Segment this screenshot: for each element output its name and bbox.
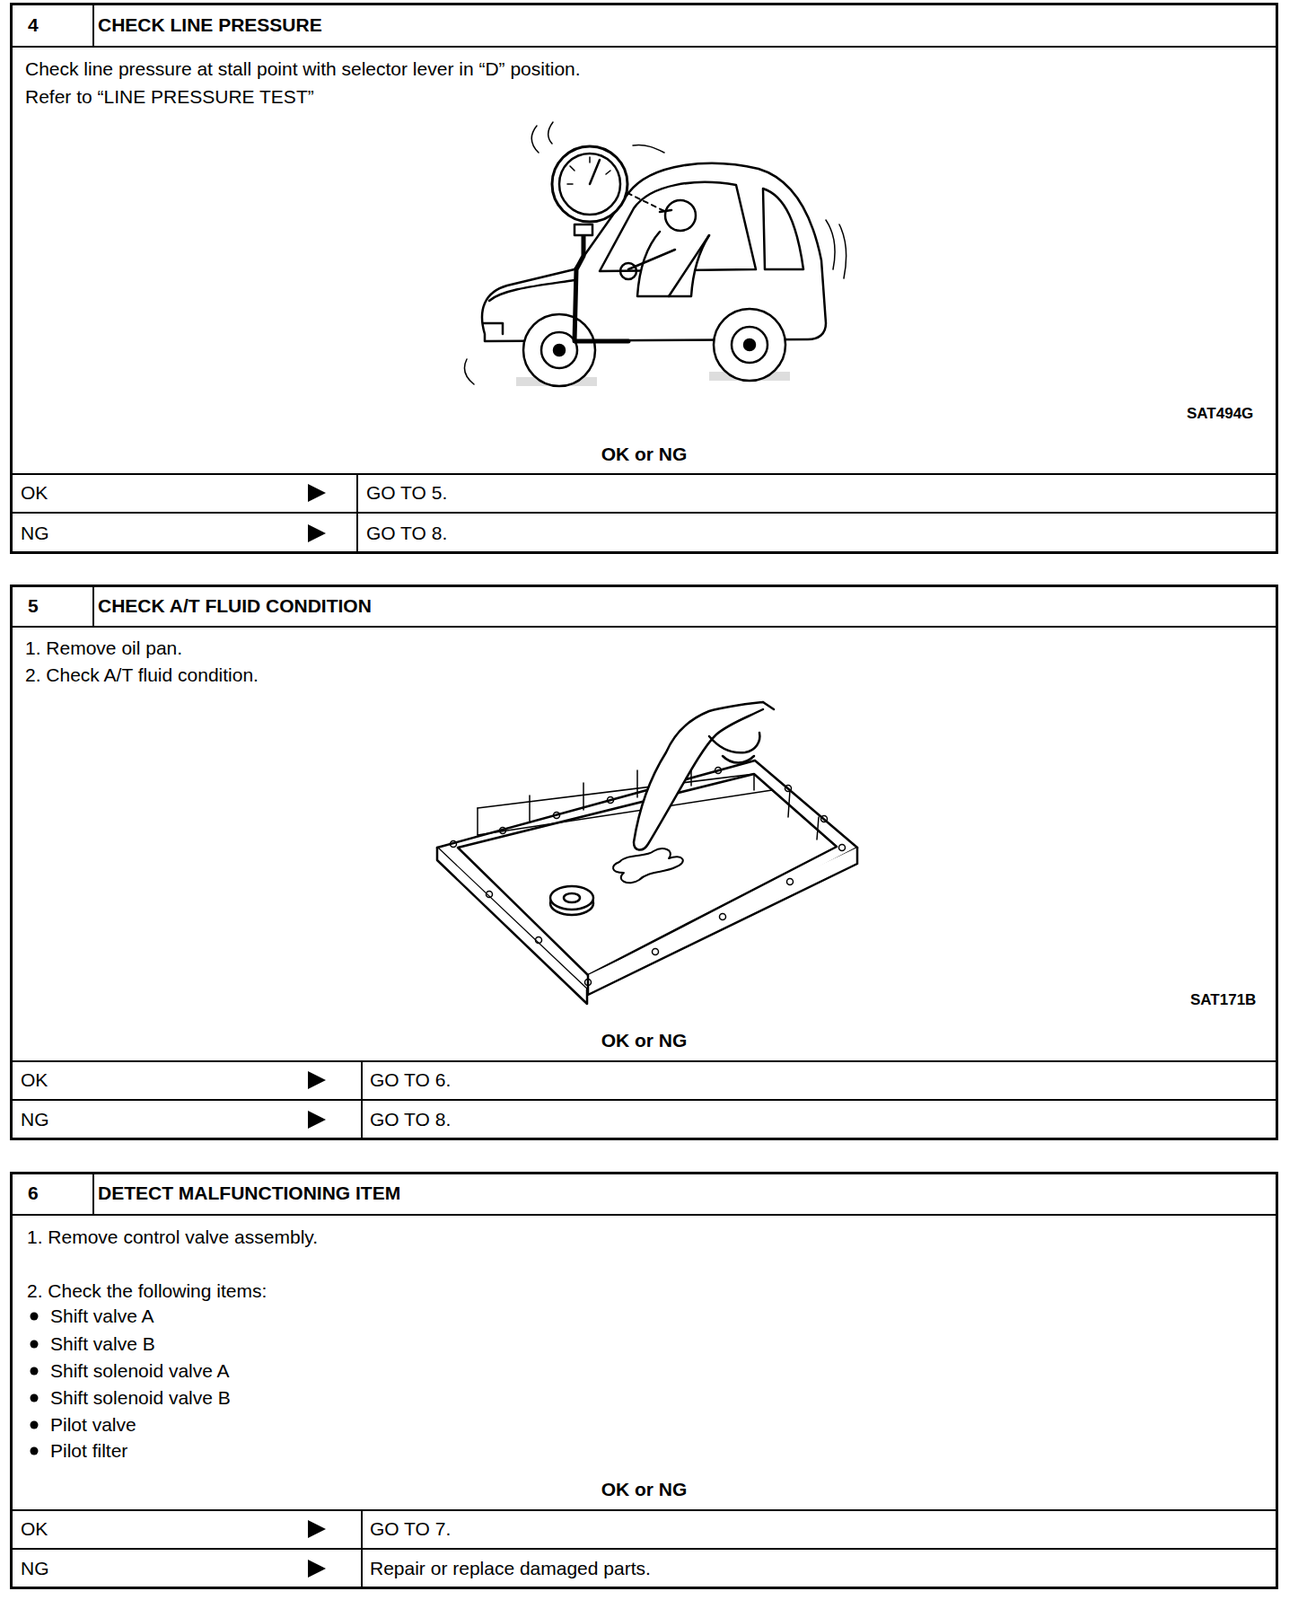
step-box: 5 CHECK A/T FLUID CONDITION 1. Remove oil …: [9, 584, 1279, 1141]
step-number: 4: [27, 14, 39, 36]
result-ng: NG: [20, 522, 50, 544]
car-illustration: [464, 122, 847, 386]
figure-code: SAT171B: [1190, 989, 1256, 1011]
check-item: Shift solenoid valve A: [50, 1359, 230, 1382]
step-title: CHECK LINE PRESSURE: [97, 14, 323, 36]
figure-code: SAT494G: [1186, 403, 1254, 425]
step-number: 5: [27, 595, 39, 617]
result-question: OK or NG: [12, 443, 1276, 465]
goto-step: GO TO 7.: [369, 1517, 451, 1540]
step-title: DETECT MALFUNCTIONING ITEM: [97, 1182, 401, 1204]
check-item: Shift valve B: [50, 1333, 156, 1355]
action-text: Repair or replace damaged parts.: [369, 1557, 651, 1579]
instruction-text: 1. Remove oil pan.: [25, 637, 183, 659]
goto-step: GO TO 8.: [366, 522, 448, 544]
arrow-symbols: [307, 483, 326, 1578]
step-title: CHECK A/T FLUID CONDITION: [97, 595, 372, 617]
result-question: OK or NG: [12, 1478, 1276, 1500]
oil-pan-illustration: [437, 701, 858, 1004]
check-item: Shift solenoid valve B: [50, 1386, 231, 1409]
check-item: Shift valve A: [50, 1305, 155, 1327]
result-ok: OK: [20, 1517, 48, 1540]
instruction-text: Check line pressure at stall point with …: [25, 58, 581, 80]
bullets: [30, 1312, 39, 1456]
goto-step: GO TO 8.: [369, 1108, 451, 1131]
result-ok: OK: [20, 1069, 48, 1091]
table-lines: [9, 2, 1279, 1589]
instruction-text: 2. Check the following items:: [26, 1280, 267, 1302]
result-ng: NG: [20, 1108, 50, 1131]
step-box: 4 CHECK LINE PRESSURE Check line pressure …: [9, 2, 1279, 554]
check-item: Pilot valve: [50, 1413, 137, 1436]
step-number: 6: [27, 1182, 39, 1204]
result-ng: NG: [20, 1557, 50, 1579]
instruction-text: Refer to “LINE PRESSURE TEST”: [25, 86, 315, 108]
step-box: 6 DETECT MALFUNCTIONING ITEM 1. Remove con…: [9, 1171, 1279, 1589]
instruction-text: 1. Remove control valve assembly.: [26, 1226, 318, 1248]
goto-step: GO TO 5.: [366, 482, 448, 504]
result-question: OK or NG: [12, 1029, 1276, 1052]
result-ok: OK: [20, 482, 48, 504]
instruction-text: 2. Check A/T fluid condition.: [25, 664, 259, 686]
check-item: Pilot filter: [50, 1439, 128, 1462]
goto-step: GO TO 6.: [369, 1069, 451, 1091]
